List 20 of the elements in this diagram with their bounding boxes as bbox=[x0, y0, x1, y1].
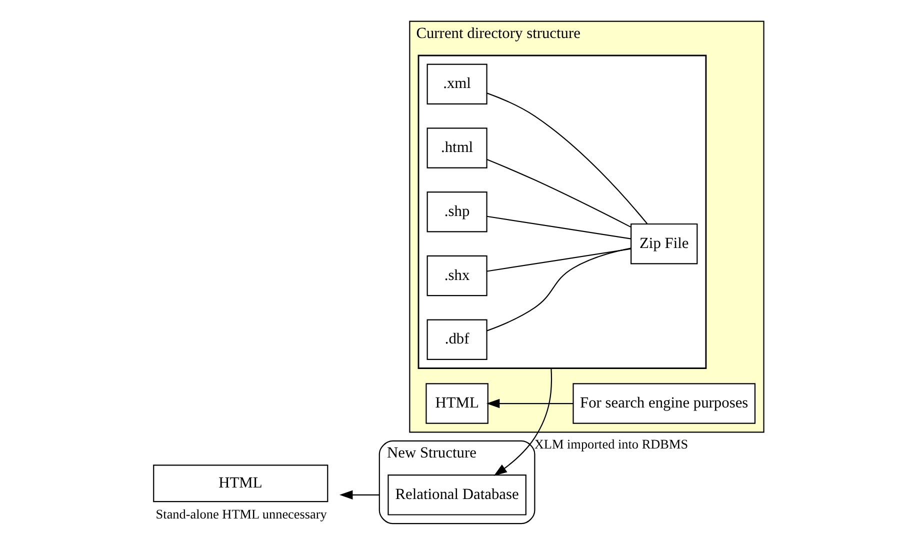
connector bbox=[486, 248, 632, 272]
connector bbox=[486, 248, 632, 332]
node-box: .dbf bbox=[426, 319, 488, 360]
node-box: .xml bbox=[426, 64, 488, 104]
connector bbox=[486, 92, 648, 224]
connector bbox=[486, 159, 631, 228]
node-box: Zip File bbox=[630, 223, 698, 264]
arrow bbox=[339, 490, 380, 500]
node-box: HTML bbox=[426, 383, 488, 424]
edge-label: XLM imported into RDBMS bbox=[534, 436, 688, 452]
cluster bbox=[418, 54, 707, 369]
node-box: .shp bbox=[426, 192, 488, 232]
connector bbox=[486, 216, 632, 240]
node-label: Stand-alone HTML unnecessary bbox=[156, 506, 327, 522]
node-box: Relational Database bbox=[388, 474, 526, 516]
node-box: .shx bbox=[426, 255, 488, 296]
arrow bbox=[486, 398, 574, 408]
arrow bbox=[494, 368, 552, 476]
node-box: .html bbox=[426, 128, 488, 168]
node-box: For search engine purposes bbox=[572, 383, 756, 424]
